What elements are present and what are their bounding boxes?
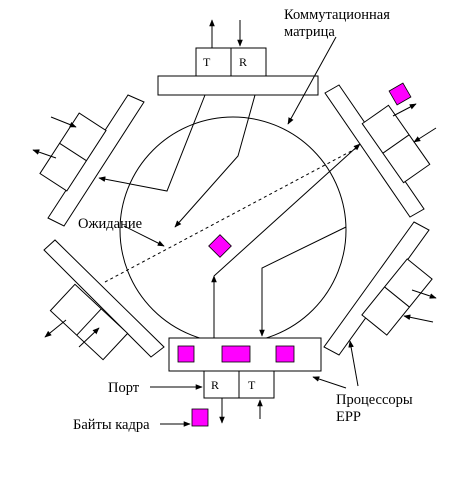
processor-lower-left-in-arrow (78, 327, 100, 348)
processor-lower-right-bar (323, 221, 430, 356)
path-top-r-to-matrix (174, 94, 256, 228)
waiting-callout-line (123, 225, 165, 247)
packet-in-matrix (208, 234, 232, 258)
switch-matrix-label-line1: Коммутационная (284, 7, 390, 23)
processor-lower-right-out-arrow (411, 289, 437, 299)
processor-lower-left (43, 239, 165, 361)
processor-upper-right-out-arrow (392, 103, 417, 117)
path-upper-right-to-bottom (259, 226, 347, 337)
processor-lower-right (323, 221, 437, 356)
processor-top-t-label: T (203, 55, 211, 69)
processor-lower-left-out-arrow (44, 319, 67, 338)
waiting-dashed-path (104, 147, 358, 283)
processor-bottom-t-label: T (248, 378, 256, 392)
processors-label-line2: EPP (336, 409, 361, 425)
path-top-t-to-upper-left (98, 94, 206, 192)
packet-upper-right (388, 82, 412, 106)
matrix-callout-line (287, 36, 337, 125)
frame-bytes-label: Байты кадра (73, 417, 150, 433)
packet-bottom-2 (221, 345, 251, 363)
processor-lower-right-in-arrow (403, 314, 434, 323)
packet-bottom-1 (177, 345, 195, 363)
port-label: Порт (108, 380, 140, 396)
waiting-label: Ожидание (78, 216, 142, 232)
processor-upper-left (32, 94, 145, 227)
path-bottom-to-upper-right (213, 143, 361, 277)
processor-upper-right-in-arrow (413, 127, 437, 143)
processor-top: T R (157, 19, 319, 96)
packet-bottom-3 (275, 345, 295, 363)
frame-bytes-packet (191, 408, 209, 427)
processors-label-line1: Процессоры (336, 392, 413, 408)
processor-bottom-r-label: R (211, 378, 219, 392)
switching-matrix-circle (119, 116, 347, 344)
processors-callout-line-1 (312, 376, 347, 389)
processor-top-bar (157, 75, 319, 96)
processor-upper-right-bar (324, 84, 425, 218)
processor-top-r-label: R (239, 55, 247, 69)
processor-upper-left-out-arrow (32, 149, 57, 159)
processor-upper-left-in-arrow (50, 116, 77, 128)
processor-upper-right (324, 82, 437, 218)
processors-callout-line-2 (348, 340, 359, 387)
processor-bottom: R T (168, 337, 322, 427)
switch-matrix-label-line2: матрица (284, 24, 335, 40)
